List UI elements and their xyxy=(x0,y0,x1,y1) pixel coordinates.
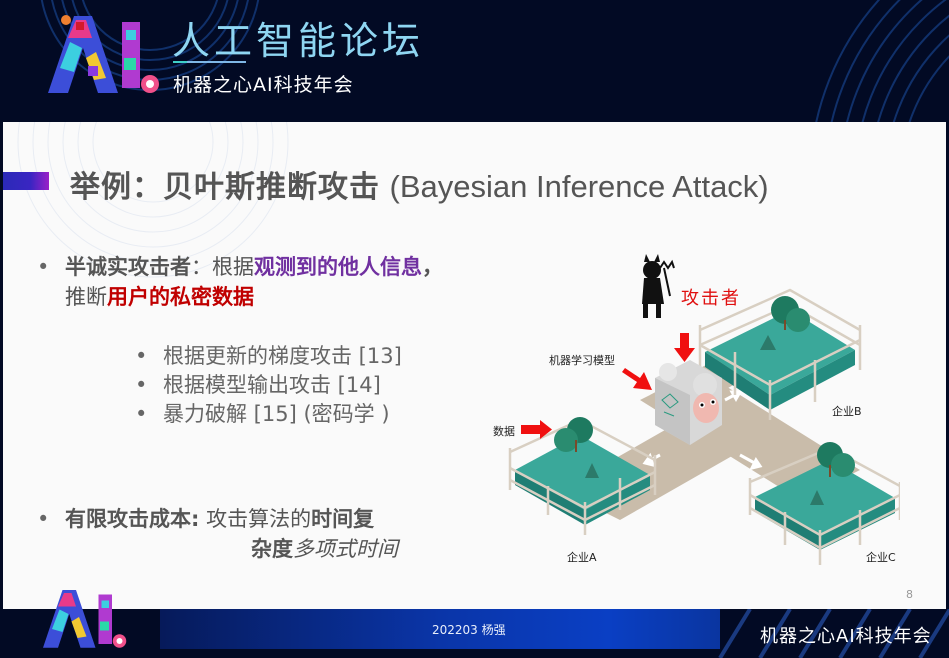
company-b-label: 企业B xyxy=(832,405,862,418)
title-underline xyxy=(173,61,246,63)
attack-methods-list: •根据更新的梯度攻击 [13] •根据模型输出攻击 [14] •暴力破解 [15… xyxy=(135,342,402,429)
company-a-farm xyxy=(508,417,657,535)
bullet-dot: • xyxy=(37,507,50,531)
bullet1-sep: ：根据 xyxy=(191,255,254,279)
footer-stripes xyxy=(718,609,949,658)
bullet1-punct: ， xyxy=(422,255,443,279)
bullet-semi-honest-attacker: • 半诚实攻击者：根据观测到的他人信息， 推断用户的私密数据 xyxy=(37,252,443,312)
bullet1-line2-prefix: 推断 xyxy=(65,285,107,309)
company-a-label: 企业A xyxy=(567,551,597,564)
bullet1-label: 半诚实攻击者 xyxy=(65,255,191,279)
attacker-label: 攻击者 xyxy=(681,288,741,309)
company-b-farm xyxy=(698,288,862,420)
bullet2-bold1: 时间复 xyxy=(311,507,375,531)
data-label: 数据 xyxy=(493,425,515,438)
bullet2-text: 攻击算法的 xyxy=(199,507,312,531)
bullet-limited-attack-cost: • 有限攻击成本: 攻击算法的时间复 杂度多项式时间 xyxy=(37,504,398,564)
bullet2-italic: 多项式时间 xyxy=(293,537,398,561)
devil-attacker-icon xyxy=(642,254,675,318)
background-swirl xyxy=(17,122,289,278)
list-item: •暴力破解 [15] (密码学 ) xyxy=(135,402,390,426)
header-banner: 人工智能论坛 机器之心AI科技年会 xyxy=(0,0,949,122)
page-number: 8 xyxy=(906,588,913,601)
company-c-farm xyxy=(748,442,900,565)
bullet2-bold2: 杂度 xyxy=(251,537,293,561)
title-accent-bar xyxy=(3,172,49,190)
red-arrows xyxy=(521,333,695,439)
federated-attack-diagram xyxy=(508,254,900,565)
ai-logo-icon xyxy=(48,15,159,93)
forum-title: 人工智能论坛 xyxy=(172,19,425,63)
footer-ai-logo-icon xyxy=(43,590,127,648)
company-c-label: 企业C xyxy=(866,551,896,564)
slide-title-cn: 举例：贝叶斯推断攻击 xyxy=(70,170,380,205)
bullet1-highlight-observed-info: 观测到的他人信息 xyxy=(254,255,422,279)
list-item-text: 根据更新的梯度攻击 [13] xyxy=(163,344,402,368)
bullet-dot: • xyxy=(37,255,50,279)
list-item: •根据更新的梯度攻击 [13] xyxy=(135,344,402,368)
list-item-text: 根据模型输出攻击 [14] xyxy=(163,373,381,397)
slide-title-en: (Bayesian Inference Attack) xyxy=(389,169,769,204)
footer-date-author: 202203 杨强 xyxy=(432,623,506,637)
bullet1-highlight-private-data: 用户的私密数据 xyxy=(107,285,254,309)
forum-subtitle: 机器之心AI科技年会 xyxy=(173,74,354,96)
ml-model-label: 机器学习模型 xyxy=(549,354,615,367)
slide-title: 举例：贝叶斯推断攻击 (Bayesian Inference Attack) xyxy=(70,162,769,206)
list-item-text: 暴力破解 [15] (密码学 ) xyxy=(163,402,390,426)
sheep-model-icon xyxy=(655,360,722,445)
footer-banner: 202203 杨强 机器之心AI科技年会 xyxy=(0,609,949,658)
footer-blue-band xyxy=(160,609,720,649)
list-item: •根据模型输出攻击 [14] xyxy=(135,373,381,397)
bullet2-label: 有限攻击成本: xyxy=(65,507,200,531)
footer-conference-name: 机器之心AI科技年会 xyxy=(760,626,932,647)
